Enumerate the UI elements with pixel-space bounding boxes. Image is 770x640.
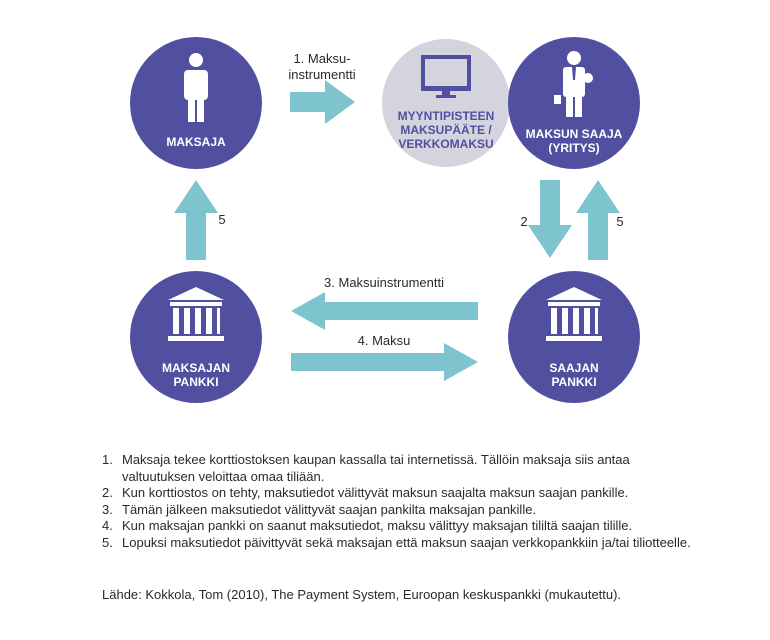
steps-list: 1. Maksaja tekee korttiostoksen kaupan ka…	[102, 452, 702, 551]
terminal-circle	[382, 39, 510, 167]
list-item: 4. Kun maksajan pankki on saanut maksutie…	[102, 518, 702, 535]
list-item: 3. Tämän jälkeen maksutiedot välittyvät s…	[102, 502, 702, 519]
maksaja-circle	[130, 37, 262, 169]
maksajan-pankki-label-line2: PANKKI	[173, 375, 218, 389]
arrow-label-instrument-line2: instrumentti	[288, 67, 355, 82]
monitor-icon	[421, 55, 471, 98]
terminal-label-line3: VERKKOMAKSU	[398, 137, 493, 151]
arrow-label-instrument-line1: 1. Maksu-	[293, 51, 350, 66]
maksaja-label: MAKSAJA	[166, 135, 226, 149]
step-number: 4.	[102, 518, 113, 533]
maksajan-pankki-label-line1: MAKSAJAN	[162, 361, 230, 375]
person-icon	[184, 53, 208, 122]
step-number: 1.	[102, 452, 113, 467]
step-text: Maksaja tekee korttiostoksen kaupan kass…	[122, 452, 630, 484]
arrow-down-2	[528, 180, 572, 258]
list-item: 5. Lopuksi maksutiedot päivittyvät sekä m…	[102, 535, 702, 552]
step-text: Lopuksi maksutiedot päivittyvät sekä mak…	[122, 534, 691, 550]
arrow-label-up-5-left: 5	[218, 212, 225, 227]
source-note: Lähde: Kokkola, Tom (2010), The Payment …	[102, 587, 622, 602]
step-text: Kun maksajan pankki on saanut maksutiedo…	[122, 518, 633, 533]
terminal-label-line2: MAKSUPÄÄTE /	[400, 122, 492, 137]
arrow-payment-instrument-right	[290, 80, 355, 124]
step-number: 5.	[102, 534, 113, 550]
step-number: 3.	[102, 501, 113, 517]
step-text: Kun korttiostos on tehty, maksutiedot vä…	[122, 485, 629, 500]
saaja-circle	[508, 37, 640, 169]
arrow-step4-right	[291, 343, 478, 381]
list-item: 1. Maksaja tekee korttiostoksen kaupan ka…	[102, 452, 702, 485]
saaja-label-line1: MAKSUN SAAJA	[526, 127, 623, 141]
saaja-label-line2: (YRITYS)	[548, 141, 599, 155]
arrow-label-down-2: 2	[520, 214, 527, 229]
arrow-up-5-left	[174, 180, 218, 260]
payment-flow-diagram: MAKSAJA MYYNTIPISTEEN MAKSUPÄÄTE / VERKK…	[130, 37, 640, 403]
list-item: 2. Kun korttiostos on tehty, maksutiedot …	[102, 485, 702, 502]
businessman-icon	[554, 51, 593, 117]
terminal-label-line1: MYYNTIPISTEEN	[398, 109, 495, 123]
arrow-label-up-5-right: 5	[616, 214, 623, 229]
arrow-label-step4: 4. Maksu	[358, 333, 411, 348]
step-text: Tämän jälkeen maksutiedot välittyvät saa…	[122, 501, 537, 517]
step-number: 2.	[102, 485, 113, 500]
arrow-up-5-right	[576, 180, 620, 260]
saajan-pankki-label-line2: PANKKI	[551, 375, 596, 389]
bank-icon	[546, 287, 602, 341]
arrow-step3-left	[291, 292, 478, 330]
arrow-label-step3: 3. Maksuinstrumentti	[324, 275, 444, 290]
bank-icon	[168, 287, 224, 341]
saajan-pankki-label-line1: SAAJAN	[549, 361, 598, 375]
